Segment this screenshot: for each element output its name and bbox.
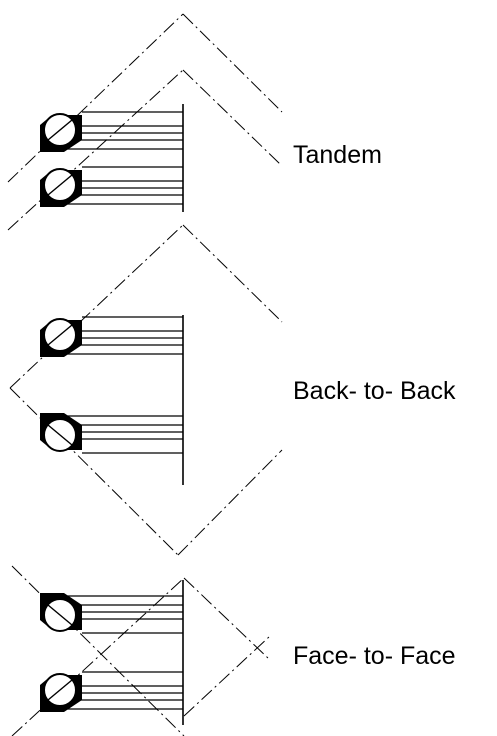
back-to-back-bearing-top bbox=[39, 316, 184, 358]
face-to-face-label: Face- to- Face bbox=[293, 642, 456, 670]
tandem-bearing-bottom bbox=[39, 166, 184, 208]
face-to-face-arrangement bbox=[11, 565, 271, 736]
back-to-back-arrangement bbox=[9, 224, 283, 556]
back-to-back-bearing-bottom bbox=[39, 412, 184, 454]
tandem-bearing-top bbox=[39, 111, 184, 153]
face-to-face-bearing-bottom bbox=[39, 671, 184, 713]
back-to-back-label: Back- to- Back bbox=[293, 377, 456, 405]
tandem-arrangement bbox=[7, 13, 283, 231]
tandem-label: Tandem bbox=[293, 141, 382, 169]
